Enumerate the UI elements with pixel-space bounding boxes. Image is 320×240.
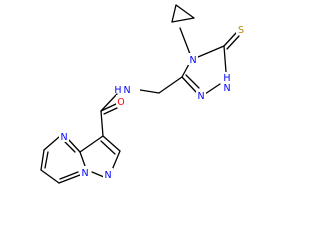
- atom-n-pyrazole: N: [104, 170, 111, 181]
- atom-h-triazole: H: [223, 73, 230, 84]
- bond-pm-c5-c6-b: [44, 151, 49, 169]
- bond-pm-n4-c5: [43, 136, 60, 151]
- bond-c3-n4: [181, 63, 190, 78]
- bond-cyclopropyl-n4: [179, 27, 191, 55]
- atom-h-amide: H: [114, 85, 121, 96]
- atom-o-carbonyl: O: [117, 97, 124, 108]
- atom-n-triazole-1: N: [197, 91, 204, 102]
- bond-pm-c7-n7a-b: [59, 171, 79, 180]
- bond-pz-n1-n7a: [91, 171, 105, 178]
- bond-c-o-double-inner: [103, 107, 118, 115]
- bond-c3-ch2: [158, 76, 183, 94]
- bond-c-o-double-outer: [100, 103, 117, 112]
- atom-n-amide: N: [123, 85, 130, 96]
- bond-cyclopropyl-2: [171, 4, 177, 23]
- bond-cyclopropyl-3: [171, 17, 195, 23]
- atom-s: S: [238, 25, 244, 36]
- atom-n-pyrimidine: N: [60, 132, 67, 143]
- bond-c5-nh: [223, 45, 227, 73]
- atom-bg-nh: [222, 72, 232, 94]
- atom-n-triazole-4: N: [189, 55, 196, 66]
- atom-bg-n-pyrazole: [103, 168, 113, 180]
- bond-nh-n1: [204, 83, 221, 95]
- bond-pm-c7-n7a-a: [58, 174, 81, 184]
- bond-pz-c3-c2-inner: [100, 140, 116, 155]
- bond-pz-c3-c2-a: [102, 135, 121, 152]
- bond-n4-c5: [197, 45, 225, 58]
- bond-pm-c6-c7: [40, 169, 60, 184]
- bond-c5-s-b: [226, 35, 240, 50]
- atom-bg-n1: [196, 89, 206, 101]
- bond-n1-c3-a: [181, 76, 197, 93]
- bond-n-c-amide: [100, 93, 118, 112]
- atom-bg-n-bridge: [80, 166, 90, 178]
- bond-pz-c3a-n7a: [79, 151, 86, 167]
- bond-amide-c3pz: [100, 110, 104, 137]
- atom-bg-n4: [188, 53, 198, 65]
- bond-cyclopropyl-1: [175, 4, 195, 19]
- atom-bg-o: [116, 95, 126, 107]
- atom-n-bridge: N: [81, 168, 88, 179]
- bond-c5-s-a: [223, 32, 237, 47]
- atom-bg-n-amide: [122, 83, 140, 95]
- bond-pm-c5-c6-a: [40, 149, 45, 171]
- bond-pz-c2-n1: [111, 150, 121, 171]
- bond-pz-c3a-c3: [79, 135, 104, 153]
- atom-bg-n-pyrimidine: [59, 130, 69, 142]
- bond-n1-c3-b: [185, 74, 200, 89]
- atom-bg-s: [236, 23, 246, 35]
- atom-label-layer: S N H N N N H O N N N: [59, 23, 246, 181]
- molecule-structure-diagram: S N H N N N H O N N N: [40, 4, 246, 184]
- bond-pm-n4-c3a-b: [63, 140, 76, 153]
- bond-pm-c3a-n4: [67, 138, 81, 153]
- atom-n-triazole-nh: N: [223, 83, 230, 94]
